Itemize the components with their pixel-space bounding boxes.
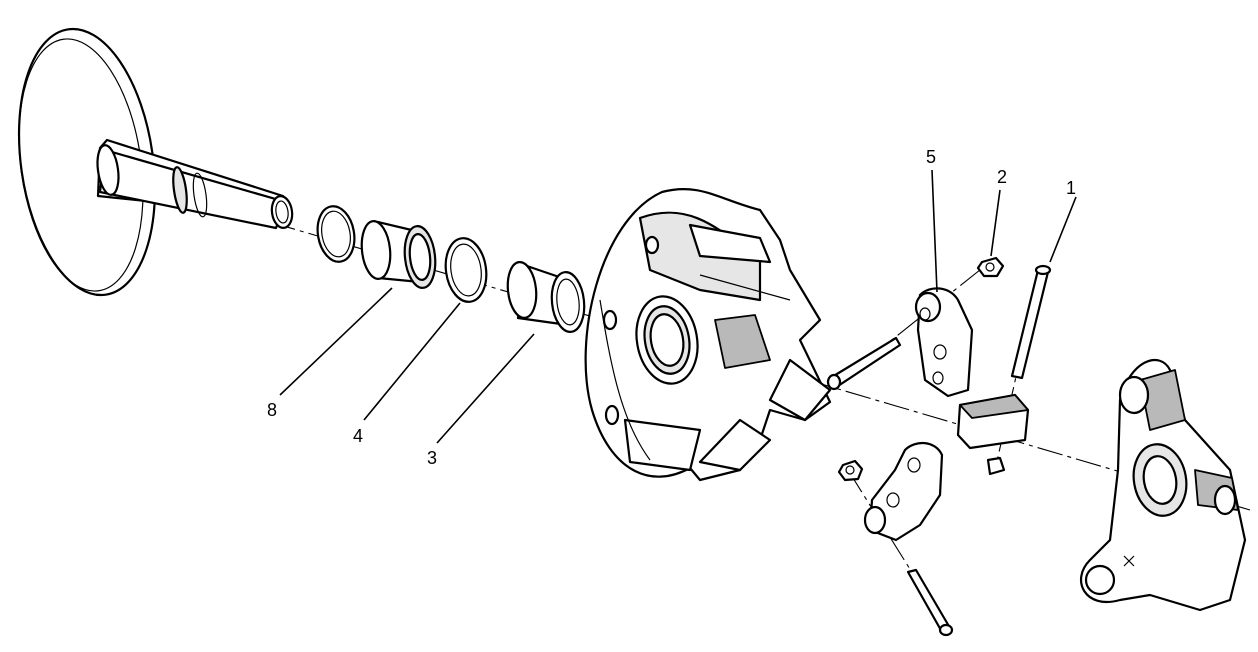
- callout-3: 3: [427, 448, 437, 468]
- leader-2: [990, 189, 1001, 257]
- roller-arm-lower: [863, 442, 944, 542]
- bushing: [506, 261, 586, 333]
- callout-8: 8: [267, 400, 277, 420]
- leader-4: [363, 302, 461, 421]
- needle-bearing: [360, 220, 437, 289]
- roller-block: [956, 393, 1030, 476]
- upper-bolt: [826, 336, 902, 391]
- thrust-washer: [444, 237, 488, 303]
- callout-5: 5: [926, 147, 936, 167]
- spacer-washer-left: [316, 205, 356, 263]
- movable-sheave-housing: [584, 188, 832, 482]
- pin: [1010, 264, 1052, 380]
- fixed-sheave: [17, 27, 294, 297]
- leader-8: [279, 287, 393, 396]
- callout-2: 2: [997, 167, 1007, 187]
- nut: [976, 256, 1005, 278]
- callout-4: 4: [353, 426, 363, 446]
- lower-bolt: [906, 568, 954, 637]
- callout-1: 1: [1066, 178, 1076, 198]
- roller-arm-upper: [914, 287, 974, 398]
- leader-3: [436, 333, 535, 444]
- leader-1: [1049, 196, 1077, 263]
- spider: [1079, 359, 1247, 612]
- lower-nut: [837, 459, 864, 482]
- leader-5: [931, 169, 938, 293]
- pin-axis-lower: [847, 469, 949, 631]
